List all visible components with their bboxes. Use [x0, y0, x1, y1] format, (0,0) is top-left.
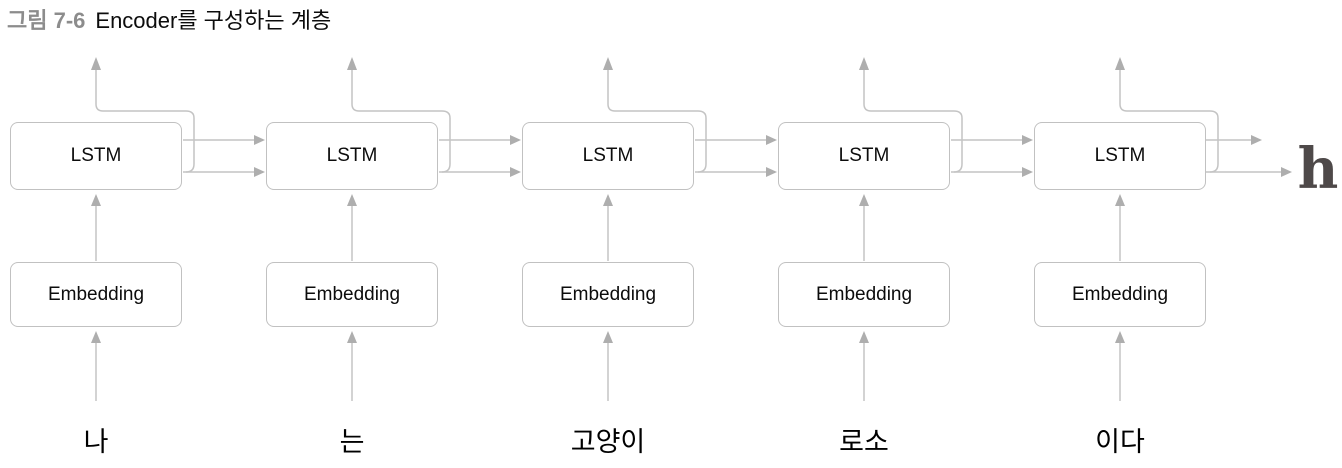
hidden-state-arrow: [183, 167, 265, 177]
lstm-output-branch-arrow: [603, 57, 707, 173]
cell-state-arrow: [695, 135, 777, 145]
lstm-box: LSTM: [10, 122, 182, 190]
input-word: 이다: [1095, 427, 1145, 457]
cell-state-arrow: [439, 135, 521, 145]
lstm-box: LSTM: [1034, 122, 1206, 190]
embedding-box: Embedding: [522, 262, 694, 327]
word-to-embedding-arrow: [347, 331, 357, 401]
lstm-label: LSTM: [582, 145, 634, 166]
hidden-state-arrow: [439, 167, 521, 177]
lstm-box: LSTM: [522, 122, 694, 190]
hidden-state-arrow: [951, 167, 1033, 177]
embedding-box: Embedding: [1034, 262, 1206, 327]
hidden-state-output-arrow: [1206, 167, 1292, 177]
cell-state-arrow: [951, 135, 1033, 145]
word-to-embedding-arrow: [603, 331, 613, 401]
lstm-output-branch-arrow: [347, 57, 451, 173]
lstm-box: LSTM: [266, 122, 438, 190]
lstm-label: LSTM: [70, 145, 122, 166]
lstm-output-branch-arrow: [91, 57, 195, 173]
figure-number-label: 그림 7-6: [7, 8, 86, 33]
embedding-label: Embedding: [1071, 283, 1169, 305]
lstm-box: LSTM: [778, 122, 950, 190]
embedding-to-lstm-arrow: [603, 194, 613, 261]
hidden-state-arrow: [695, 167, 777, 177]
hidden-state-label: h: [1297, 136, 1339, 202]
cell-state-arrow: [183, 135, 265, 145]
embedding-box: Embedding: [10, 262, 182, 327]
embedding-label: Embedding: [815, 283, 913, 305]
embedding-to-lstm-arrow: [347, 194, 357, 261]
embedding-to-lstm-arrow: [859, 194, 869, 261]
word-to-embedding-arrow: [1115, 331, 1125, 401]
lstm-output-branch-arrow: [859, 57, 963, 173]
embedding-to-lstm-arrow: [1115, 194, 1125, 261]
lstm-label: LSTM: [1094, 145, 1146, 166]
input-word: 고양이: [570, 427, 646, 457]
word-to-embedding-arrow: [91, 331, 101, 401]
input-word: 는: [339, 427, 365, 457]
figure-title: 그림 7-6 Encoder를 구성하는 계층: [7, 7, 331, 35]
embedding-box: Embedding: [778, 262, 950, 327]
embedding-label: Embedding: [559, 283, 657, 305]
word-to-embedding-arrow: [859, 331, 869, 401]
embedding-box: Embedding: [266, 262, 438, 327]
cell-state-arrow: [1206, 135, 1262, 145]
embedding-to-lstm-arrow: [91, 194, 101, 261]
input-word: 나: [83, 427, 109, 457]
embedding-label: Embedding: [47, 283, 145, 305]
lstm-label: LSTM: [326, 145, 378, 166]
figure-caption: Encoder를 구성하는 계층: [95, 8, 332, 33]
lstm-output-branch-arrow: [1115, 57, 1219, 173]
input-word: 로소: [839, 427, 889, 457]
embedding-label: Embedding: [303, 283, 401, 305]
lstm-label: LSTM: [838, 145, 890, 166]
